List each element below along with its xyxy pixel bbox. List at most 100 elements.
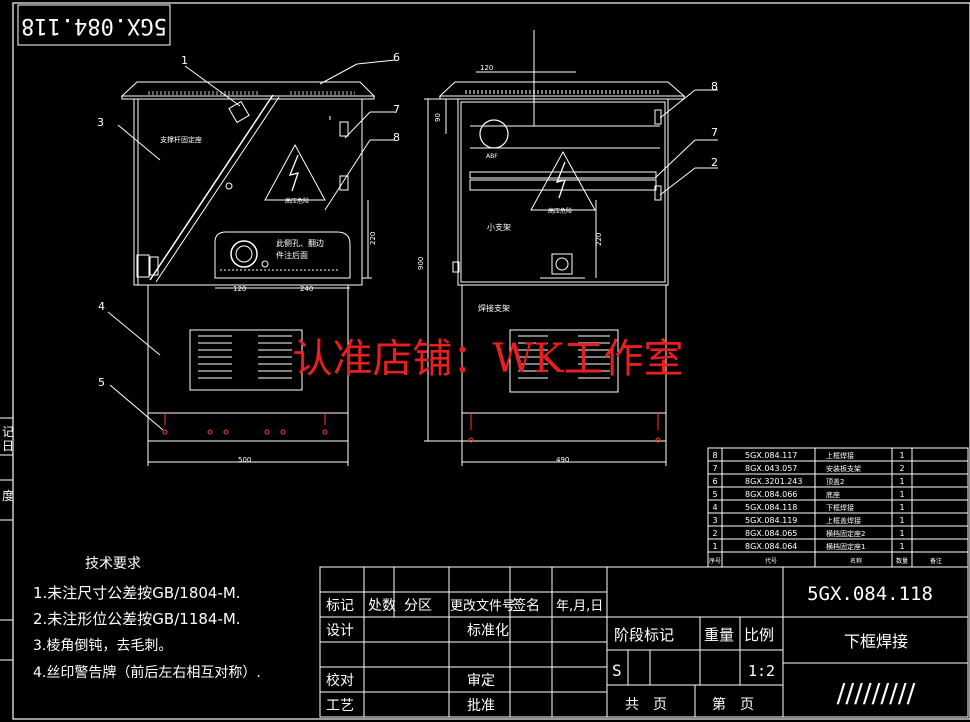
bom-qty: 1: [899, 477, 904, 486]
tb-sheets: 共 页: [625, 697, 667, 713]
side-callout-2: 2: [711, 156, 718, 169]
tb-approve: 批准: [467, 698, 495, 714]
tech-req-item-2: 2.未注形位公差按GB/1184-M.: [33, 610, 241, 628]
side-dim-90: 90: [434, 113, 442, 122]
watermark-text: 认准店铺：WK工作室: [293, 336, 684, 382]
tb-design: 设计: [326, 623, 354, 639]
tech-req-item-1: 1.未注尺寸公差按GB/1804-M.: [33, 584, 241, 602]
front-label-hole-1: 此侧孔、翻边: [276, 238, 324, 248]
bom-name: 上框盖焊接: [826, 516, 861, 525]
front-dim-240: 240: [300, 285, 313, 293]
side-dim-490: 490: [556, 456, 569, 464]
bom-code: 8GX.3201.243: [745, 477, 802, 486]
drawing-number-rotated: 5GX.084.118: [21, 13, 167, 38]
bom-qty: 1: [899, 542, 904, 551]
bom-no: 5: [712, 490, 717, 499]
side-louver-panel: [509, 329, 619, 393]
bom-qty: 1: [899, 503, 904, 512]
bom-name: 上框焊接: [826, 451, 854, 460]
tb-standard: 标准化: [467, 623, 509, 639]
bom-no: 7: [712, 464, 717, 473]
front-callout-4: 4: [98, 300, 105, 313]
side-callout-7: 7: [711, 126, 718, 139]
bom-no: 8: [712, 451, 717, 460]
bom-qty: 1: [899, 516, 904, 525]
bom-code: 8GX.043.057: [745, 464, 797, 473]
side-dim-900: 900: [417, 257, 425, 270]
front-callout-7: 7: [393, 103, 400, 116]
bom-code: 8GX.084.065: [745, 529, 797, 538]
front-label-hole-2: 件注后面: [276, 250, 308, 260]
tb-scale-label: 比例: [744, 626, 774, 644]
bom-no: 4: [712, 503, 717, 512]
bom-no: 2: [712, 529, 717, 538]
bom-code: 5GX.084.118: [745, 503, 797, 512]
bom-qty: 1: [899, 451, 904, 460]
tb-count: 处数: [368, 598, 396, 614]
bom-code: 8GX.084.066: [745, 490, 797, 499]
bom-qty: 1: [899, 529, 904, 538]
tb-stage-value: S: [612, 661, 622, 680]
title-block-text: 标记 处数 分区 更改文件号 签名 年,月,日 设计 标准化 校对 审定 工艺 …: [326, 583, 933, 714]
tb-sheet-no: 第 页: [712, 696, 754, 713]
bom-no: 3: [712, 516, 717, 525]
bom-name: 安装板支架: [826, 464, 861, 473]
left-strip-text-3: 度: [2, 488, 14, 503]
bom-name: 底座: [826, 490, 840, 499]
tech-req-item-4: 4.丝印警告牌（前后左右相互对称）.: [33, 664, 261, 681]
tb-zone: 分区: [404, 598, 432, 614]
side-dim-220: 220: [595, 233, 603, 246]
bom-code: 5GX.084.119: [745, 516, 797, 525]
drawing-number-box: [17, 4, 171, 46]
front-louver-panel: [189, 329, 303, 391]
tb-stage: 阶段标记: [614, 626, 674, 644]
front-callout-8: 8: [393, 131, 400, 144]
tech-req-item-3: 3.棱角倒钝，去毛刺。: [33, 638, 172, 654]
front-label-support: 支撑杆固定座: [160, 135, 202, 144]
tech-req-title: 技术要求: [85, 556, 141, 572]
bom-header-name: 名称: [850, 557, 862, 565]
side-upper-body: [457, 98, 669, 286]
side-label-small-bracket: 小支架: [487, 222, 511, 232]
tb-doc: 更改文件号: [450, 599, 515, 614]
front-callout-1: 1: [181, 54, 188, 67]
left-strip-text-1: 记: [2, 425, 14, 439]
front-cable-plate: [214, 231, 351, 279]
front-label-hv: 高压危险: [285, 197, 309, 205]
front-dim-500: 500: [238, 456, 251, 464]
side-base: [461, 412, 667, 442]
title-block: [319, 566, 969, 718]
bom-name: 横档固定座1: [826, 542, 865, 551]
tb-weight: 重量: [704, 626, 734, 644]
rod-bracket: [228, 100, 250, 124]
bom-header-no: 序号: [709, 557, 721, 565]
front-base: [147, 412, 349, 442]
tb-check: 校对: [326, 672, 354, 689]
side-callout-8: 8: [711, 80, 718, 93]
drawing-frame: [12, 2, 970, 720]
front-callout-5: 5: [98, 376, 105, 389]
tb-scale-value: 1:2: [748, 662, 775, 680]
side-roof: [438, 81, 686, 97]
front-callout-3: 3: [97, 116, 104, 129]
tb-hatch: /////////: [837, 679, 916, 709]
bom-name: 横档固定座2: [826, 529, 865, 538]
bom-no: 6: [712, 477, 717, 486]
tb-drawing-no: 5GX.084.118: [807, 583, 933, 605]
side-label-weld-bracket: 焊接支架: [478, 303, 510, 313]
tb-sign: 签名: [512, 597, 540, 614]
tb-process: 工艺: [326, 698, 354, 714]
bom-qty: 2: [899, 464, 904, 473]
bom-header-remark: 备注: [930, 557, 942, 565]
front-upper-body: [133, 98, 363, 286]
side-label-abf: ABF: [486, 153, 498, 160]
tb-review: 审定: [467, 673, 495, 689]
front-dim-220: 220: [369, 232, 377, 245]
side-label-hv: 高压危险: [548, 207, 572, 215]
side-view: [424, 30, 718, 466]
bom-rows: 8 5GX.084.117 上框焊接 1 7 8GX.043.057 安装板支架…: [709, 451, 942, 565]
front-warning-triangle: [264, 143, 326, 201]
front-callout-6: 6: [393, 51, 400, 64]
